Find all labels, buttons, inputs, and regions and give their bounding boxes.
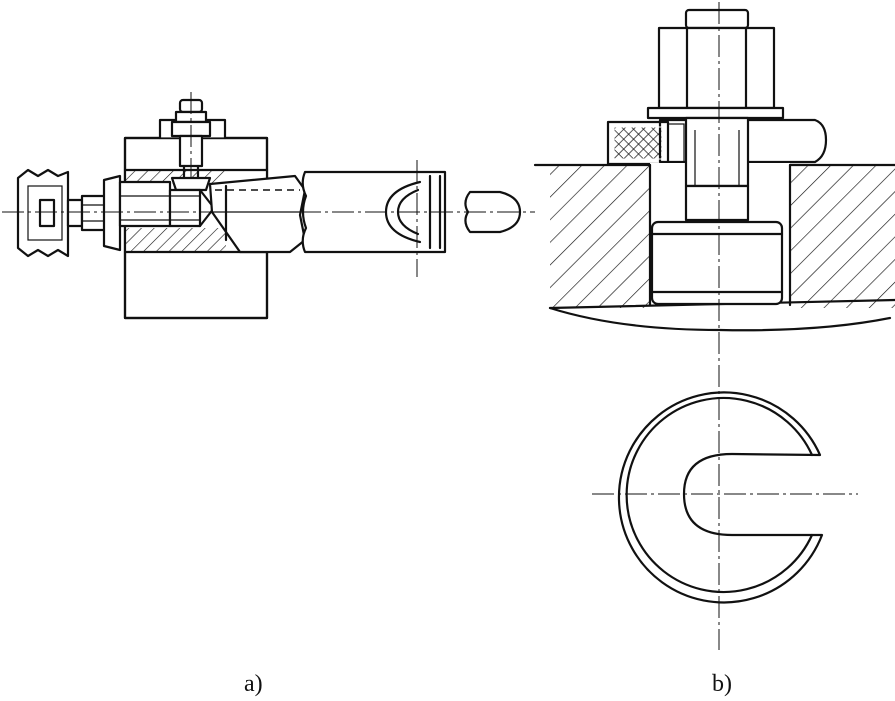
view-b-drawing	[533, 2, 895, 650]
c-washer-plan	[617, 391, 824, 604]
caption-b: b)	[712, 671, 732, 697]
bolt-head	[646, 8, 785, 120]
bolt-shank	[650, 116, 784, 306]
caption-a: a)	[244, 671, 263, 697]
view-a-drawing	[2, 92, 535, 320]
threaded-shaft	[80, 174, 216, 252]
vertical-set-screw	[170, 92, 212, 195]
knurled-knob	[16, 168, 84, 258]
